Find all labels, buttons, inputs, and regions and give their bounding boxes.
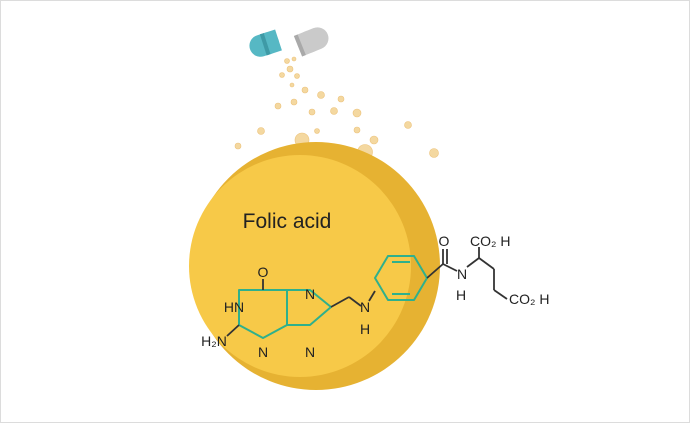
chain-bonds <box>226 247 508 337</box>
atom-h2n: H₂N <box>201 333 227 349</box>
pteridine-rings <box>238 289 332 339</box>
atom-n-top-right: N <box>305 286 315 302</box>
atom-o-keto: O <box>258 264 269 280</box>
atom-amide-n: N <box>457 266 467 282</box>
folic-acid-molecule: O HN H₂N N N N N H O N H CO₂ H CO₂ H <box>201 233 549 360</box>
atom-co2h-side: CO₂ H <box>509 291 549 307</box>
capsule-icon <box>249 27 329 57</box>
atom-co2h-top: CO₂ H <box>470 233 510 249</box>
title: Folic acid <box>243 210 332 233</box>
atom-o-amide: O <box>439 233 450 249</box>
atom-n-bottom-left: N <box>258 344 268 360</box>
atom-nh-n: N <box>360 299 370 315</box>
powder-particles <box>234 56 439 160</box>
atom-hn: HN <box>224 299 244 315</box>
atom-amide-h: H <box>456 287 466 303</box>
folic-acid-sphere <box>189 142 440 390</box>
atom-nh-h: H <box>360 321 370 337</box>
atom-n-bottom-right: N <box>305 344 315 360</box>
